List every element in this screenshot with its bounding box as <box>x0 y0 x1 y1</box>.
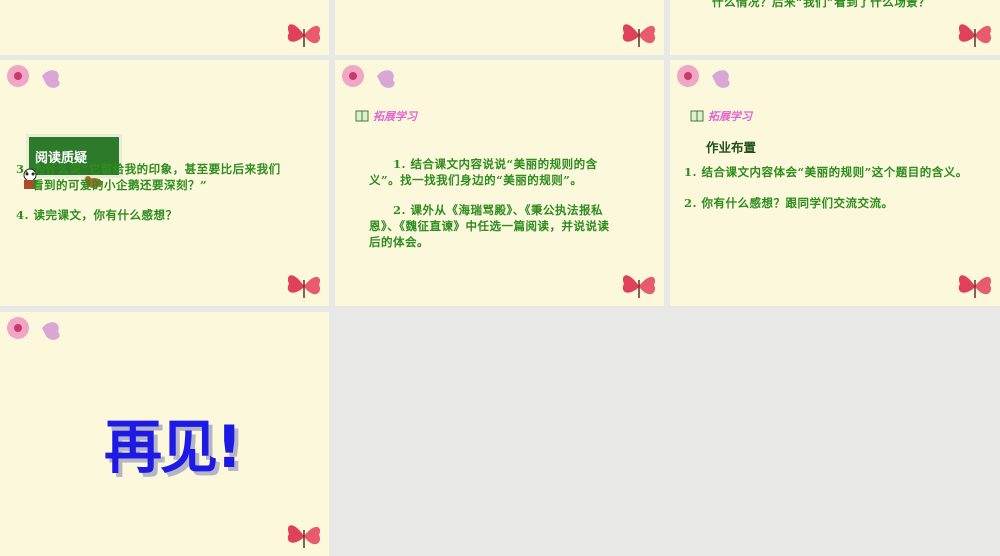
homework-title: 作业布置 <box>706 140 757 155</box>
slide-4[interactable]: 阅读质疑 3. 为什么说“它留给我的印象，甚至要比后来我们 看到的可爱的小企鹅还… <box>0 60 329 306</box>
flower-icon <box>7 317 60 340</box>
dog-icon <box>85 176 102 188</box>
task-1-line-1: 1. 结合课文内容说说“美丽的规则的含 <box>393 157 598 171</box>
reading-question-board: 阅读质疑 <box>26 134 122 178</box>
slide-6[interactable]: 拓展学习 作业布置 1. 结合课文内容体会“美丽的规则”这个题目的含义。 2. … <box>670 60 1000 306</box>
task-2-line-3: 后的体会。 <box>369 235 429 249</box>
task-1-line-2: 义”。找一找我们身边的“美丽的规则”。 <box>369 173 583 187</box>
extension-learning-tag: 拓展学习 <box>690 108 752 124</box>
butterfly-icon <box>287 525 321 548</box>
flower-icon <box>677 65 730 88</box>
question-4: 4. 读完课文，你有什么感想？ <box>16 208 178 222</box>
butterfly-icon <box>622 24 656 47</box>
goodbye-title: 再见! <box>104 413 242 481</box>
flower-icon <box>342 65 395 88</box>
book-icon <box>355 110 369 122</box>
butterfly-icon <box>287 275 321 298</box>
slide-1[interactable] <box>0 0 329 55</box>
slide-3[interactable]: 什么情况？后来“我们”看到了什么场景？ <box>670 0 1000 55</box>
panda-icon <box>23 168 37 189</box>
flower-icon <box>7 65 60 88</box>
question-3-line-2: 看到的可爱的小企鹅还要深刻？” <box>32 178 208 192</box>
slide-2[interactable] <box>335 0 664 55</box>
slide-5[interactable]: 拓展学习 1. 结合课文内容说说“美丽的规则的含 义”。找一找我们身边的“美丽的… <box>335 60 664 306</box>
extension-learning-label: 拓展学习 <box>373 110 417 123</box>
task-2-line-2: 恩》、《魏征直谏》中任选一篇阅读，并说说读 <box>369 219 610 233</box>
butterfly-icon <box>622 275 656 298</box>
homework-item-1: 1. 结合课文内容体会“美丽的规则”这个题目的含义。 <box>684 165 968 179</box>
homework-item-2: 2. 你有什么感想？跟同学们交流交流。 <box>684 196 894 210</box>
task-2-line-1: 2. 课外从《海瑞骂殿》、《秉公执法报私 <box>393 203 604 217</box>
question-3-line-1: 3. 为什么说“它留给我的印象，甚至要比后来我们 <box>16 162 281 176</box>
book-icon <box>690 110 704 122</box>
butterfly-icon <box>958 24 992 47</box>
butterfly-icon <box>958 275 992 298</box>
extension-learning-label: 拓展学习 <box>708 110 752 123</box>
butterfly-icon <box>287 24 321 47</box>
extension-learning-tag: 拓展学习 <box>355 108 417 124</box>
slide-3-text: 什么情况？后来“我们”看到了什么场景？ <box>712 0 931 9</box>
slide-7[interactable] <box>0 312 329 556</box>
